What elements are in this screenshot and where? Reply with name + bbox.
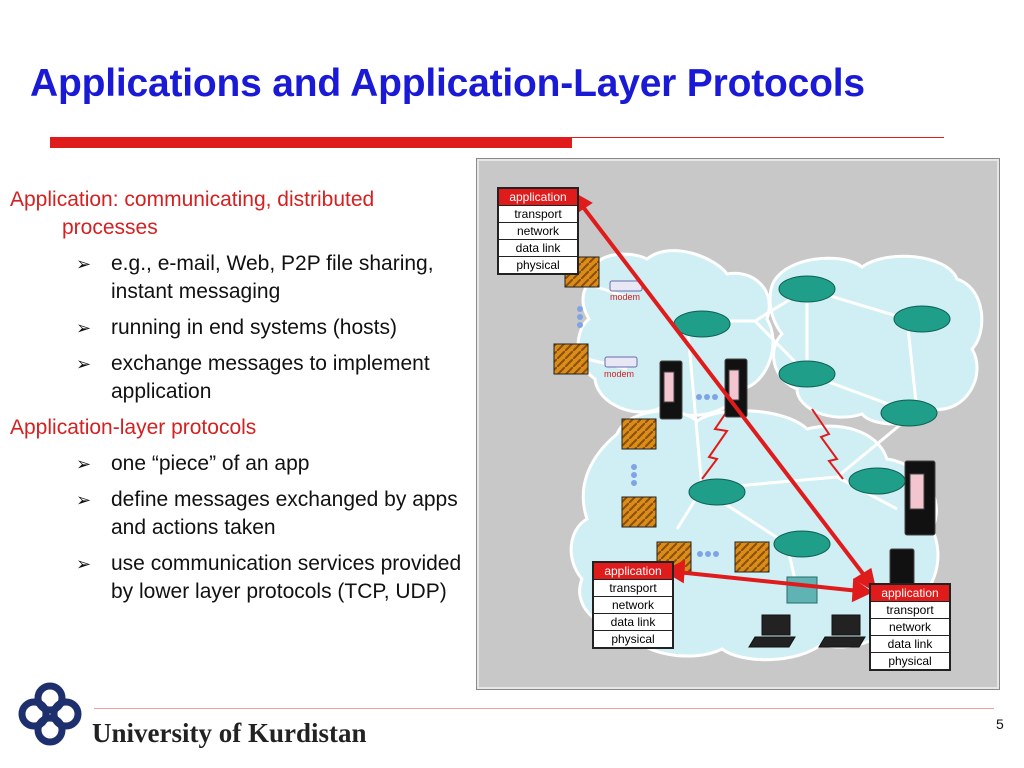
bullet-level2: ➢ e.g., e-mail, Web, P2P file sharing, in… bbox=[10, 250, 470, 306]
bullet-level2: ➢ define messages exchanged by apps and a… bbox=[10, 486, 470, 542]
protocol-stack-right-host: application transport network data link … bbox=[869, 583, 951, 671]
bullet-level2: ➢ one “piece” of an app bbox=[10, 450, 470, 478]
router-icon bbox=[893, 305, 951, 333]
layer-data-link: data link bbox=[499, 240, 577, 257]
host-pc-icon bbox=[553, 256, 770, 573]
router-icon bbox=[688, 478, 746, 506]
title-underline-thick bbox=[50, 137, 572, 148]
router-icon bbox=[773, 530, 831, 558]
layer-network: network bbox=[594, 597, 672, 614]
protocol-stack-top-host: application transport network data link … bbox=[497, 187, 579, 275]
bullet-arrow-icon: ➢ bbox=[76, 554, 92, 574]
router-icon bbox=[778, 275, 836, 303]
bullet-text: define messages exchanged by apps and ac… bbox=[111, 488, 458, 539]
bullet-text: e.g., e-mail, Web, P2P file sharing, ins… bbox=[111, 252, 434, 303]
university-logo bbox=[18, 682, 82, 746]
layer-application: application bbox=[499, 189, 577, 206]
router-icon bbox=[778, 360, 836, 388]
footer-divider bbox=[94, 708, 994, 709]
router-icon bbox=[848, 467, 906, 495]
bullet-text: one “piece” of an app bbox=[111, 452, 310, 475]
server-icon bbox=[659, 358, 936, 610]
layer-physical: physical bbox=[888, 654, 932, 668]
layer-data-link: data link bbox=[871, 636, 949, 653]
slide-title: Applications and Application-Layer Proto… bbox=[30, 62, 865, 105]
layer-physical: physical bbox=[516, 258, 560, 272]
bullet-text: exchange messages to implement applicati… bbox=[111, 352, 430, 403]
bullet-arrow-icon: ➢ bbox=[76, 454, 92, 474]
layer-transport: transport bbox=[594, 580, 672, 597]
title-underline-thin bbox=[572, 137, 944, 138]
bullet-arrow-icon: ➢ bbox=[76, 354, 92, 374]
layer-transport: transport bbox=[499, 206, 577, 223]
router-icon bbox=[880, 399, 938, 427]
bullet-arrow-icon: ➢ bbox=[76, 490, 92, 510]
page-number: 5 bbox=[996, 716, 1004, 732]
layer-transport: transport bbox=[871, 602, 949, 619]
bullet-arrow-icon: ➢ bbox=[76, 318, 92, 338]
protocol-stack-middle-host: application transport network data link … bbox=[592, 561, 674, 649]
access-point-icon bbox=[786, 576, 818, 604]
bullet-level1: Application: communicating, distributed … bbox=[10, 188, 375, 239]
radio-tower-icon bbox=[701, 403, 844, 480]
university-name: University of Kurdistan bbox=[92, 718, 367, 748]
bullet-level2: ➢ exchange messages to implement applicat… bbox=[10, 350, 470, 406]
layer-network: network bbox=[499, 223, 577, 240]
bullet-level2: ➢ use communication services provided by … bbox=[10, 550, 470, 606]
layer-application: application bbox=[594, 563, 672, 580]
bullet-text: running in end systems (hosts) bbox=[111, 316, 397, 339]
modem-label: modem bbox=[604, 369, 635, 379]
network-diagram-panel: application transport network data link … bbox=[476, 158, 1000, 690]
bullet-level2: ➢ running in end systems (hosts) bbox=[10, 314, 470, 342]
bullet-arrow-icon: ➢ bbox=[76, 254, 92, 274]
layer-network: network bbox=[871, 619, 949, 636]
bullet-text: use communication services provided by l… bbox=[111, 552, 462, 603]
bullet-list: Application: communicating, distributed … bbox=[10, 182, 470, 606]
layer-data-link: data link bbox=[594, 614, 672, 631]
modem-label: modem bbox=[610, 292, 641, 302]
layer-physical: physical bbox=[611, 632, 655, 646]
bullet-level1: Application-layer protocols bbox=[10, 416, 257, 439]
laptop-icon bbox=[748, 614, 866, 648]
layer-application: application bbox=[871, 585, 949, 602]
router-icon bbox=[673, 310, 731, 338]
